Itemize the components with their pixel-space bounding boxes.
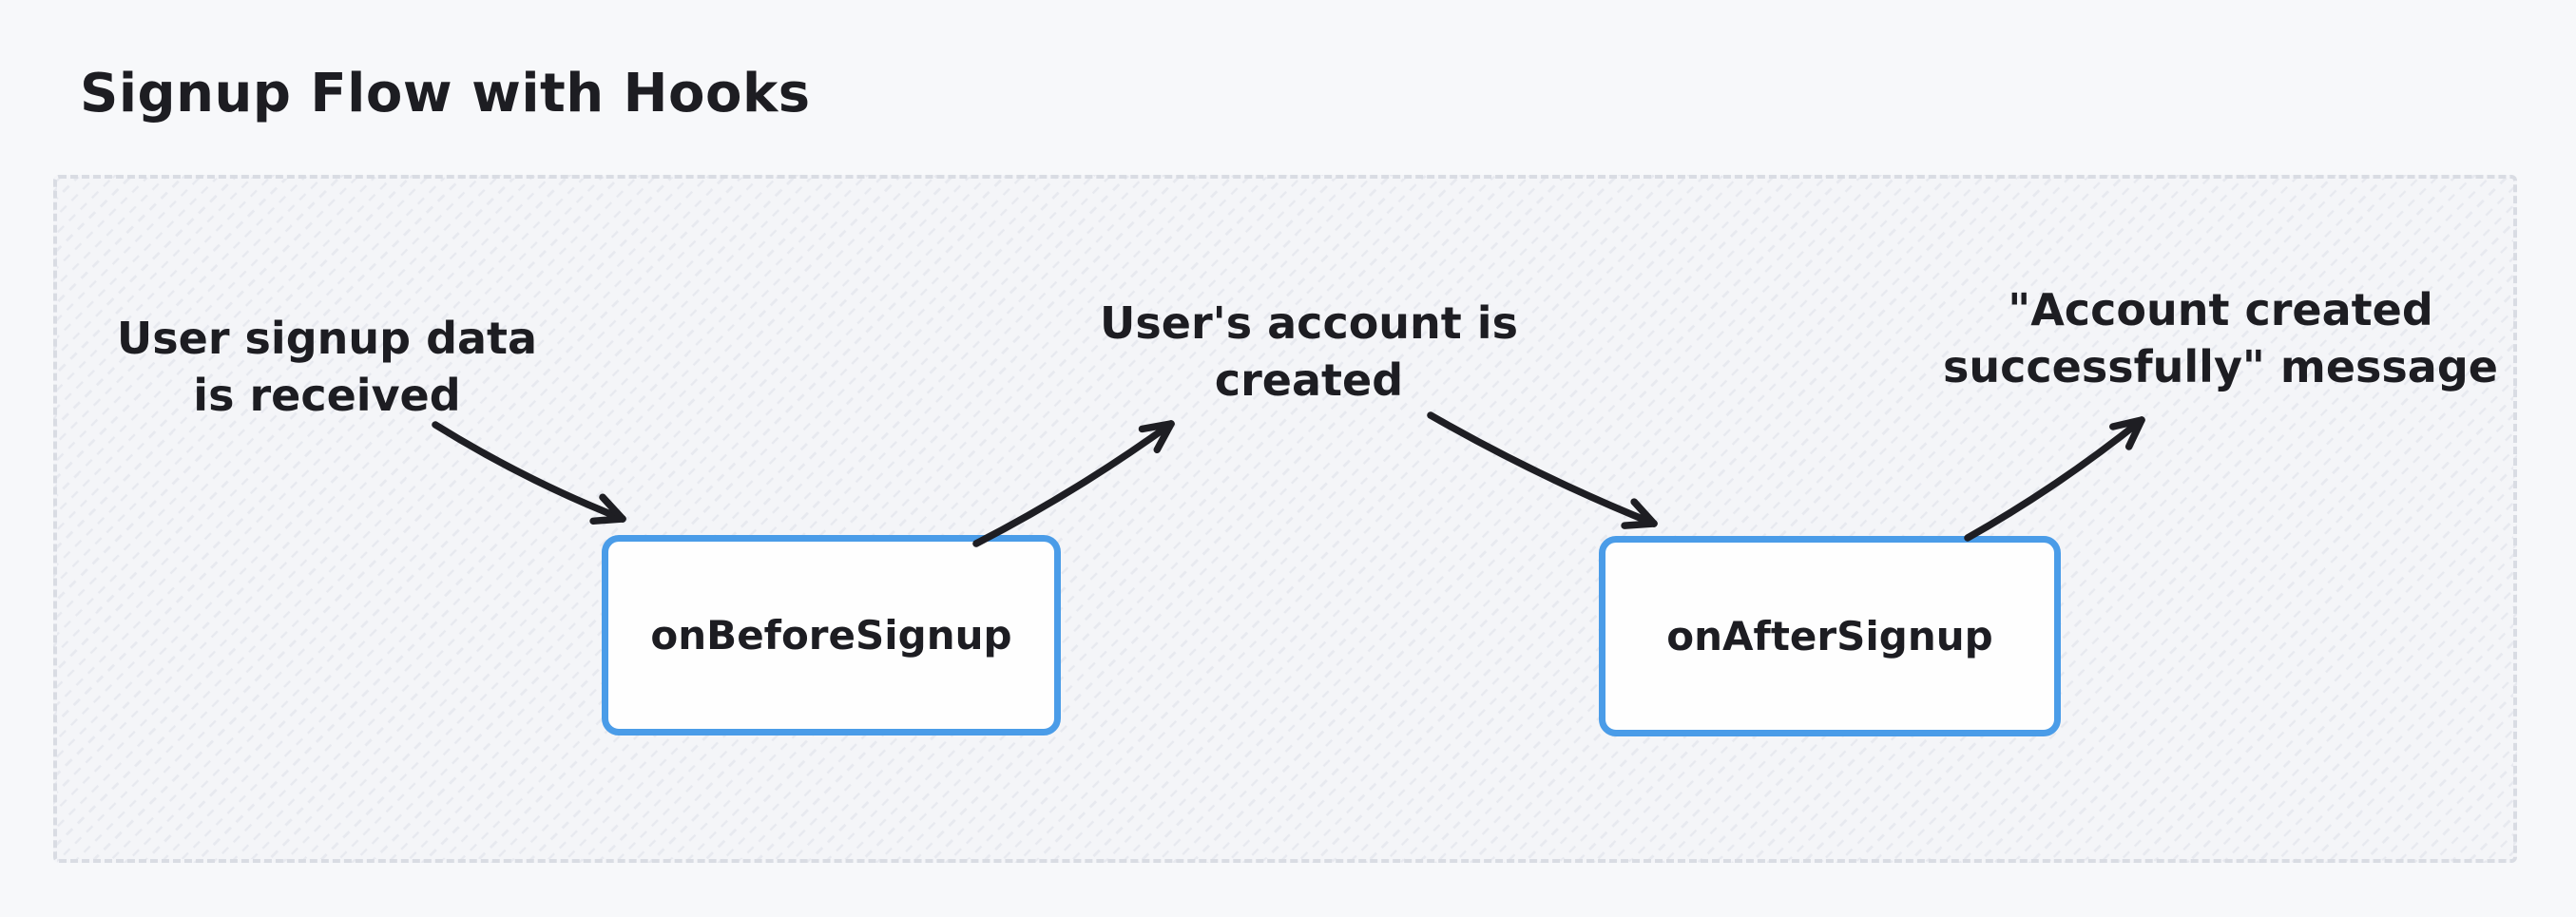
node-label: onAfterSignup xyxy=(1666,613,1993,659)
annotation-line: created xyxy=(1214,354,1404,406)
annotation-line: "Account created xyxy=(2008,284,2433,335)
annotation-account-created: User's account is created xyxy=(1100,295,1518,409)
annotation-line: is received xyxy=(193,370,461,421)
annotation-line: successfully" message xyxy=(1943,341,2498,392)
annotation-success-message: "Account created successfully" message xyxy=(1943,281,2498,395)
node-label: onBeforeSignup xyxy=(650,612,1012,659)
annotation-user-signup-data: User signup data is received xyxy=(117,310,537,424)
node-onbeforesignup: onBeforeSignup xyxy=(602,535,1061,736)
diagram-title: Signup Flow with Hooks xyxy=(80,63,811,124)
annotation-line: User's account is xyxy=(1100,297,1518,349)
flow-container xyxy=(53,175,2517,863)
annotation-line: User signup data xyxy=(116,313,538,364)
node-onaftersignup: onAfterSignup xyxy=(1599,536,2061,736)
